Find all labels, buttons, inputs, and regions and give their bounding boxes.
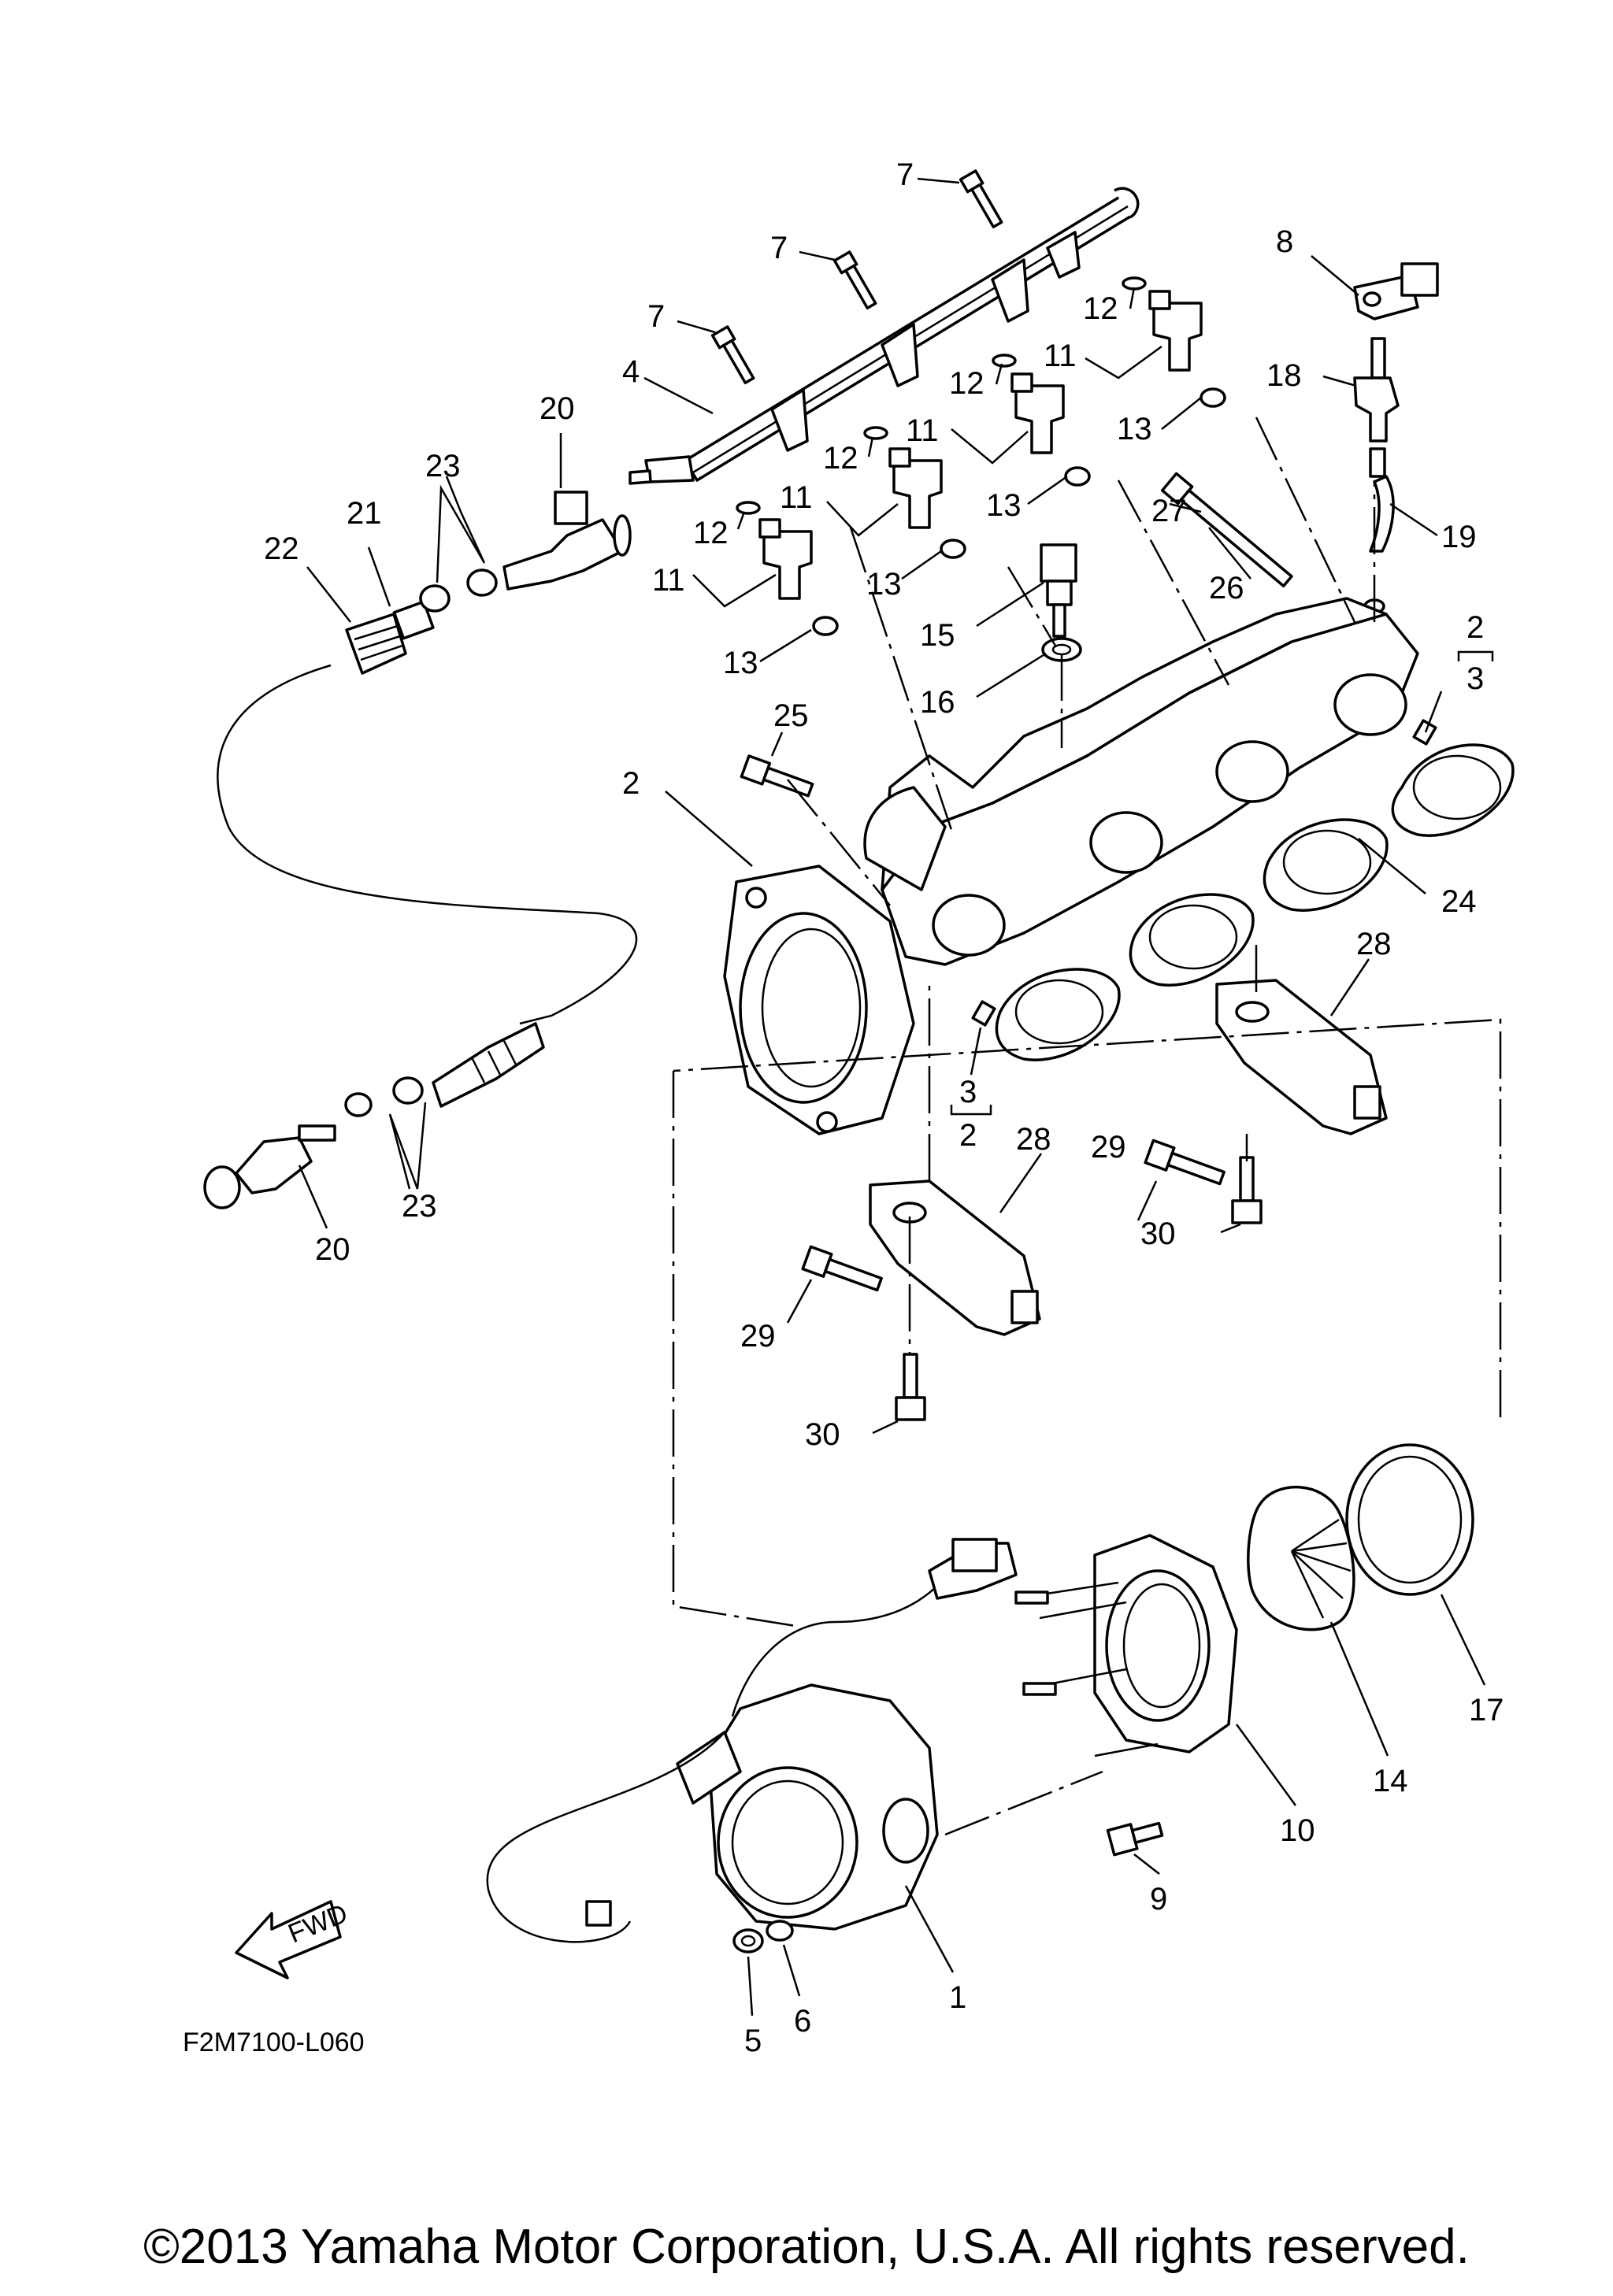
callout-11: 11 bbox=[1044, 339, 1077, 373]
callout-14: 14 bbox=[1373, 1764, 1408, 1798]
callout-10: 10 bbox=[1280, 1813, 1315, 1848]
callout-13: 13 bbox=[1117, 412, 1152, 446]
callout-5: 5 bbox=[744, 2024, 762, 2058]
map-sensor-group bbox=[1353, 262, 1439, 614]
callout-2: 2 bbox=[959, 1118, 977, 1153]
callout-1: 1 bbox=[949, 1980, 966, 2015]
callout-12: 12 bbox=[823, 441, 858, 476]
callout-6: 6 bbox=[794, 2004, 811, 2039]
callout-11: 11 bbox=[652, 563, 685, 598]
bolt-9 bbox=[1106, 1821, 1164, 1857]
bolt-25 bbox=[740, 754, 814, 798]
temp-sensor-group bbox=[1040, 543, 1082, 662]
callout-19: 19 bbox=[1441, 520, 1477, 554]
callout-4: 4 bbox=[622, 354, 640, 389]
diagram-code: F2M7100-L060 bbox=[183, 2028, 365, 2057]
assembly-lines bbox=[672, 417, 1502, 1836]
callout-24: 24 bbox=[1441, 884, 1477, 919]
seal-ring bbox=[1345, 1443, 1474, 1596]
callout-28: 28 bbox=[1016, 1122, 1051, 1157]
callout-23: 23 bbox=[402, 1189, 437, 1224]
bracket-28-lower bbox=[869, 1179, 1041, 1336]
callout-30: 30 bbox=[1140, 1217, 1176, 1251]
callout-2: 2 bbox=[1467, 610, 1484, 645]
bolt-30-lower bbox=[895, 1353, 926, 1421]
callout-29: 29 bbox=[1091, 1130, 1126, 1165]
callout-3: 3 bbox=[1467, 661, 1484, 696]
bolt-29-upper bbox=[1144, 1139, 1226, 1186]
callout-30: 30 bbox=[805, 1417, 840, 1452]
fwd-arrow-icon: FWD bbox=[235, 1898, 352, 1979]
callout-21: 21 bbox=[347, 496, 382, 531]
callout-17: 17 bbox=[1469, 1693, 1504, 1728]
callout-13: 13 bbox=[866, 567, 902, 602]
callout-7: 7 bbox=[770, 231, 788, 265]
flame-arrestor bbox=[1247, 1486, 1355, 1631]
callout-3: 3 bbox=[959, 1075, 977, 1109]
callout-11: 11 bbox=[780, 480, 813, 515]
bracket-28-upper bbox=[1215, 979, 1388, 1135]
cable-group bbox=[203, 491, 638, 1209]
callout-25: 25 bbox=[773, 698, 809, 733]
callout-7: 7 bbox=[896, 157, 914, 192]
nut-washer-group bbox=[732, 1920, 794, 1953]
copyright-notice: ©2013 Yamaha Motor Corporation, U.S.A. A… bbox=[143, 2220, 1470, 2274]
fuel-rail bbox=[629, 187, 1140, 485]
callout-8: 8 bbox=[1276, 224, 1293, 259]
injector-group bbox=[736, 276, 1226, 636]
callout-20: 20 bbox=[540, 391, 575, 426]
callout-13: 13 bbox=[986, 488, 1022, 523]
callout-2: 2 bbox=[622, 766, 640, 801]
callout-26: 26 bbox=[1209, 571, 1244, 605]
callout-22: 22 bbox=[264, 531, 299, 566]
callout-12: 12 bbox=[1083, 291, 1118, 326]
callout-20: 20 bbox=[315, 1232, 350, 1267]
callout-12: 12 bbox=[949, 366, 984, 401]
callout-28: 28 bbox=[1356, 927, 1392, 961]
throttle-body bbox=[486, 1538, 1018, 1943]
callout-11: 11 bbox=[906, 413, 939, 448]
bolt-7-group bbox=[710, 169, 1003, 384]
callout-13: 13 bbox=[723, 646, 758, 680]
callout-15: 15 bbox=[920, 618, 955, 653]
callout-labels: 7 7 7 8 12 11 12 11 18 4 20 13 23 12 11 … bbox=[264, 157, 1504, 2058]
callout-27: 27 bbox=[1151, 494, 1187, 528]
intake-manifold bbox=[863, 597, 1515, 1061]
leader-lines bbox=[298, 177, 1494, 2016]
bolt-30-upper bbox=[1231, 1156, 1263, 1224]
callout-16: 16 bbox=[920, 685, 955, 720]
callout-7: 7 bbox=[647, 299, 665, 334]
callout-9: 9 bbox=[1150, 1882, 1167, 1916]
callout-12: 12 bbox=[693, 516, 729, 550]
callout-18: 18 bbox=[1266, 358, 1302, 393]
bolt-29-lower bbox=[801, 1245, 883, 1292]
callout-23: 23 bbox=[425, 449, 461, 483]
callout-29: 29 bbox=[740, 1319, 776, 1354]
throttle-flange bbox=[1014, 1534, 1238, 1757]
throttle-adapter bbox=[723, 865, 915, 1135]
stud-bolt-group bbox=[1160, 472, 1293, 588]
